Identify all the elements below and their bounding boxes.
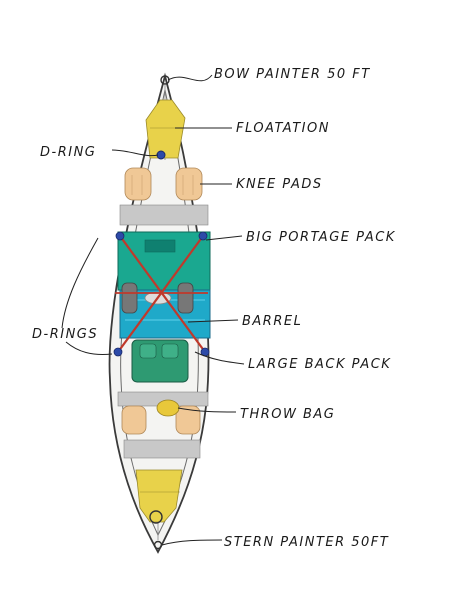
large-back-pack [132, 340, 188, 382]
barrel-handle-right [178, 283, 193, 313]
bow-floatation [146, 100, 185, 158]
stern-thwart [124, 440, 200, 458]
leader-d-rings-lower [66, 342, 112, 355]
bow-seat [120, 205, 208, 225]
leader-bow-painter [168, 75, 212, 81]
leader-stern-painter [162, 540, 222, 545]
d-ring-top-right [199, 232, 207, 240]
label-big-portage-pack: BIG PORTAGE PACK [246, 230, 396, 245]
bow-d-ring [157, 151, 165, 159]
label-throw-bag: THROW BAG [240, 407, 335, 422]
leader-d-rings-upper [62, 238, 98, 328]
big-portage-pack [118, 232, 210, 290]
label-bow-painter: BOW PAINTER 50 FT [214, 67, 371, 82]
throw-bag [157, 400, 179, 416]
barrel-handle-left [122, 283, 137, 313]
stern-knee-pad-left [122, 406, 146, 434]
label-stern-painter: STERN PAINTER 50FT [224, 535, 389, 550]
label-d-rings: D-RINGS [32, 327, 98, 342]
label-floatation: FLOATATION [236, 121, 330, 136]
d-ring-bottom-left [114, 348, 122, 356]
label-d-ring: D-RING [40, 145, 96, 160]
label-knee-pads: KNEE PADS [236, 177, 323, 192]
d-ring-top-left [116, 232, 124, 240]
leader-big-portage-pack [206, 236, 242, 240]
label-barrel: BARREL [242, 314, 302, 329]
label-large-back-pack: LARGE BACK PACK [248, 357, 391, 372]
